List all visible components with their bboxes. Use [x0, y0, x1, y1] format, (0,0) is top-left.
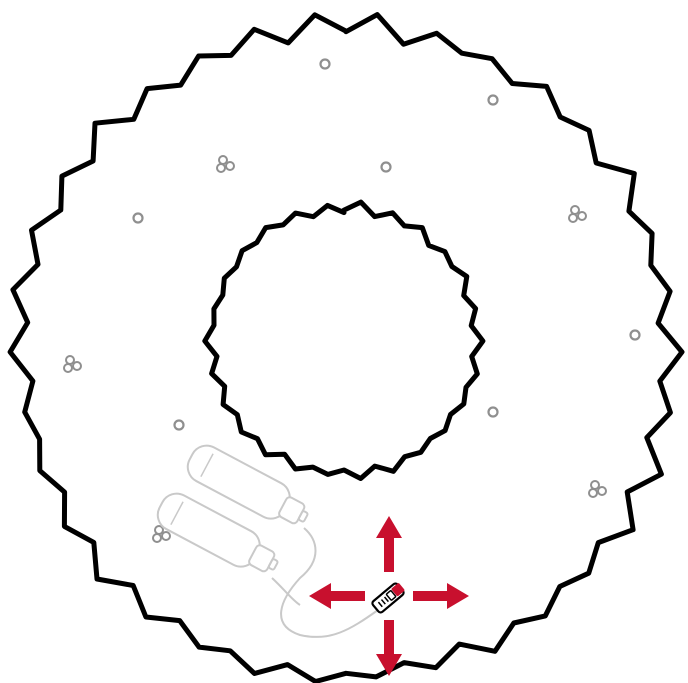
ornament-cluster-icon	[589, 481, 606, 497]
ornament-circle-icon	[175, 421, 184, 430]
ornament-circle-icon	[162, 532, 170, 540]
ornament-cluster-icon	[569, 206, 586, 222]
ornament-circle-icon	[489, 96, 498, 105]
direction-arrow-shape	[413, 583, 469, 609]
arrow-left-icon	[309, 583, 365, 609]
ornament-circle-icon	[591, 481, 599, 489]
ornament-circle-icon	[489, 408, 498, 417]
ornament-circle-icon	[217, 164, 225, 172]
ornament-circle-icon	[153, 534, 161, 542]
ornament-circle-icon	[134, 214, 143, 223]
ornament-circle-icon	[571, 206, 579, 214]
ornament-circle-icon	[155, 526, 163, 534]
ornament-cluster-icon	[217, 156, 234, 172]
ornament-circle-icon	[64, 364, 72, 372]
ornament-circle-icon	[226, 162, 234, 170]
ornament-circle-icon	[321, 60, 330, 69]
ornament-circle-icon	[589, 489, 597, 497]
ornament-cluster-icon	[64, 356, 81, 372]
ornament-circle-icon	[382, 163, 391, 172]
wreath-outer-edge	[10, 15, 682, 682]
ornament-circle-icon	[569, 214, 577, 222]
ornament-circle-icon	[578, 212, 586, 220]
ornament-circle-icon	[598, 487, 606, 495]
ornament-circle-icon	[219, 156, 227, 164]
battery-cable	[281, 528, 378, 637]
wreath	[10, 15, 682, 682]
ornament-circle-icon	[66, 356, 74, 364]
remote-controller-icon	[371, 581, 406, 614]
arrow-up-icon	[376, 516, 402, 572]
wreath-inner-edge	[205, 202, 483, 478]
arrow-right-icon	[413, 583, 469, 609]
direction-arrow-shape	[309, 583, 365, 609]
direction-arrow-shape	[376, 516, 402, 572]
ornament-circle-icon	[73, 362, 81, 370]
ornament-circle-icon	[631, 331, 640, 340]
ornaments	[64, 60, 640, 543]
